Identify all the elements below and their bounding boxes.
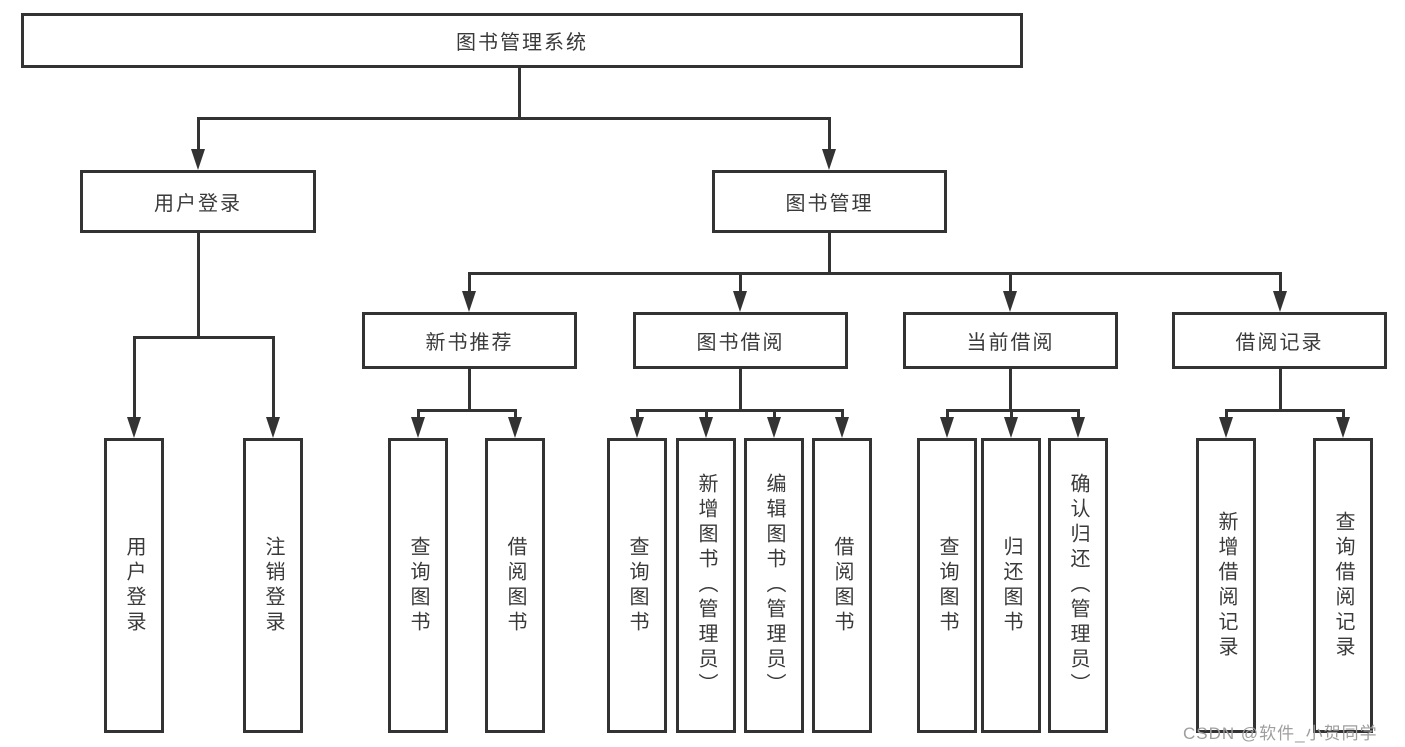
arrow-down-icon [462,291,476,312]
connector-group-branch [1225,409,1345,412]
node-borrow-records: 借阅记录 [1172,312,1387,369]
leaf-add-borrow-record: 新增借阅记录 [1196,438,1256,733]
connector-book-management-stem [828,233,831,275]
node-new-book-recommend: 新书推荐 [362,312,577,369]
arrow-down-icon [1004,417,1018,438]
connector-drop-book-management [828,117,831,153]
node-borrow-records-label: 借阅记录 [1235,332,1324,354]
connector-group-stem [1279,369,1282,410]
connector-drop-level3 [468,272,471,296]
node-library-system-label: 图书管理系统 [456,32,588,54]
arrow-down-icon [733,291,747,312]
leaf-edit-books-admin-label: 编辑图书（管理员） [763,473,785,698]
arrow-down-icon [1003,291,1017,312]
leaf-return-books: 归还图书 [981,438,1041,733]
leaf-confirm-return-admin-label: 确认归还（管理员） [1067,473,1089,698]
node-current-borrow: 当前借阅 [903,312,1118,369]
connector-level3-branch [468,272,1282,275]
node-book-borrow: 图书借阅 [633,312,848,369]
leaf-add-borrow-record-label: 新增借阅记录 [1215,510,1237,661]
arrow-down-icon [411,417,425,438]
connector-group-stem [468,369,471,410]
connector-drop-level3 [1009,272,1012,296]
connector-user-login-stem [197,233,200,337]
arrow-down-icon [1071,417,1085,438]
leaf-logout-label: 注销登录 [262,535,284,636]
node-book-management-label: 图书管理 [785,193,874,215]
arrow-down-icon [1336,417,1350,438]
leaf-return-books-label: 归还图书 [1000,535,1022,636]
connector-user-login-branch [133,336,275,339]
leaf-current-query-books-label: 查询图书 [936,535,958,636]
leaf-edit-books-admin: 编辑图书（管理员） [744,438,804,733]
leaf-user-login-label: 用户登录 [123,535,145,636]
connector-group-branch [636,409,844,412]
connector-drop-leaf [133,336,136,420]
connector-group-branch [946,409,1080,412]
arrow-down-icon [1273,291,1287,312]
arrow-down-icon [767,417,781,438]
arrow-down-icon [266,417,280,438]
node-library-system: 图书管理系统 [21,13,1023,68]
csdn-watermark: CSDN @软件_小贺同学 [1183,724,1378,743]
arrow-down-icon [835,417,849,438]
leaf-query-borrow-record-label: 查询借阅记录 [1332,510,1354,661]
leaf-borrow-query-books-label: 查询图书 [626,535,648,636]
arrow-down-icon [1219,417,1233,438]
leaf-borrow-query-books: 查询图书 [607,438,667,733]
connector-drop-level3 [1279,272,1282,296]
connector-group-stem [739,369,742,410]
leaf-query-borrow-record: 查询借阅记录 [1313,438,1373,733]
leaf-user-login: 用户登录 [104,438,164,733]
node-user-login-label: 用户登录 [154,193,242,215]
connector-group-branch [417,409,517,412]
connector-drop-level3 [739,272,742,296]
arrow-down-icon [191,149,205,170]
arrow-down-icon [508,417,522,438]
arrow-down-icon [630,417,644,438]
connector-drop-user-login [197,117,200,153]
connector-level2-branch [197,117,831,120]
node-current-borrow-label: 当前借阅 [966,332,1055,354]
connector-drop-leaf [272,336,275,420]
leaf-borrow-books: 借阅图书 [812,438,872,733]
leaf-recommend-borrow-books-label: 借阅图书 [504,535,526,636]
arrow-down-icon [699,417,713,438]
node-book-borrow-label: 图书借阅 [696,332,785,354]
node-new-book-recommend-label: 新书推荐 [425,332,514,354]
leaf-recommend-query-books-label: 查询图书 [407,535,429,636]
node-book-management: 图书管理 [712,170,947,233]
leaf-recommend-borrow-books: 借阅图书 [485,438,545,733]
leaf-add-books-admin-label: 新增图书（管理员） [695,473,717,698]
connector-root-stem [518,68,521,117]
leaf-confirm-return-admin: 确认归还（管理员） [1048,438,1108,733]
leaf-borrow-books-label: 借阅图书 [831,535,853,636]
arrow-down-icon [940,417,954,438]
arrow-down-icon [822,149,836,170]
leaf-logout: 注销登录 [243,438,303,733]
arrow-down-icon [127,417,141,438]
node-user-login: 用户登录 [80,170,316,233]
leaf-add-books-admin: 新增图书（管理员） [676,438,736,733]
connector-group-stem [1009,369,1012,410]
leaf-current-query-books: 查询图书 [917,438,977,733]
leaf-recommend-query-books: 查询图书 [388,438,448,733]
